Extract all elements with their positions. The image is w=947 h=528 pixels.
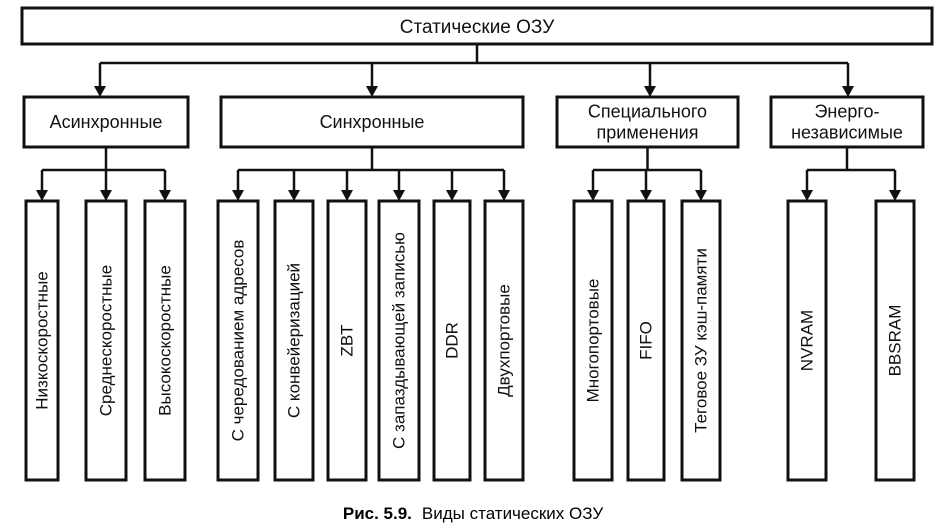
- leaf-box-1-5: [483, 199, 525, 482]
- leaf-1-0-arrow: [232, 190, 244, 201]
- leaf-1-3-arrow: [393, 190, 405, 201]
- leaf-label-2-2: Теговое ЗУ кэш-памяти: [692, 248, 711, 433]
- leaf-3-0-arrow: [801, 190, 813, 201]
- leaf-2-0-arrow: [587, 190, 599, 201]
- leaf-label-2-0: Многопортовые: [584, 279, 603, 403]
- leaf-label-0-0: Низкоскоростные: [33, 271, 52, 410]
- leaf-0-0-arrow: [36, 190, 48, 201]
- root-label: Статические ОЗУ: [400, 17, 555, 38]
- leaf-label-1-2: ZBT: [338, 324, 357, 356]
- leaf-label-1-4: DDR: [443, 322, 462, 359]
- category-3-label-line-1: независимые: [791, 123, 903, 143]
- caption-number: Рис. 5.9.: [343, 504, 412, 523]
- leaf-1-4-arrow: [446, 190, 458, 201]
- leaf-2-2-arrow: [695, 190, 707, 201]
- leaf-0-2-arrow: [159, 190, 171, 201]
- leaf-box-2-2: [680, 199, 722, 482]
- leaf-1-1-arrow: [288, 190, 300, 201]
- leaf-box-1-3: [377, 199, 421, 482]
- figure-caption: Рис. 5.9. Виды статических ОЗУ: [343, 504, 603, 523]
- leaf-box-1-0: [216, 199, 260, 482]
- category-box-3: [769, 95, 925, 149]
- leaf-box-2-0: [572, 199, 614, 482]
- connector-lines: [36, 44, 901, 201]
- category-0-label-line-0: Асинхронные: [50, 112, 163, 132]
- leaf-box-1-2: [326, 199, 368, 482]
- leaf-box-3-1: [874, 199, 916, 482]
- leaf-label-1-0: С чередованием адресов: [229, 240, 248, 442]
- leaf-3-1-arrow: [889, 190, 901, 201]
- leaf-label-0-2: Высокоскоростные: [156, 265, 175, 416]
- category-3-label-line-0: Энерго-: [814, 102, 879, 122]
- category-1-label-line-0: Синхронные: [320, 112, 425, 132]
- leaf-box-2-1: [626, 199, 666, 482]
- leaf-label-1-1: С конвейеризацией: [285, 263, 304, 418]
- leaf-label-1-5: Двухпортовые: [495, 284, 514, 397]
- leaf-2-1-arrow: [640, 190, 652, 201]
- leaf-1-5-arrow: [498, 190, 510, 201]
- category-3-arrow: [842, 86, 854, 97]
- leaf-box-3-0: [786, 199, 828, 482]
- leaf-box-0-1: [84, 199, 128, 482]
- category-box-0: [22, 95, 190, 149]
- leaf-label-0-1: Среднескоростные: [97, 265, 116, 416]
- leaf-box-0-2: [143, 199, 187, 482]
- category-0-arrow: [94, 86, 106, 97]
- leaf-box-0-0: [24, 199, 60, 482]
- caption-text: Виды статических ОЗУ: [422, 504, 603, 523]
- leaf-label-2-1: FIFO: [637, 321, 656, 360]
- leaf-box-1-1: [273, 199, 315, 482]
- leaf-box-1-4: [432, 199, 472, 482]
- svg-text:Рис. 5.9. Виды статическ: Рис. 5.9. Виды статических ОЗУ: [343, 504, 603, 523]
- leaf-label-3-0: NVRAM: [798, 310, 817, 371]
- category-box-1: [219, 95, 525, 149]
- leaf-label-3-1: BBSRAM: [886, 305, 905, 377]
- category-2-label-line-1: применения: [597, 123, 699, 143]
- category-box-2: [555, 95, 740, 149]
- category-1-arrow: [366, 86, 378, 97]
- category-2-label-line-0: Специального: [588, 102, 707, 122]
- diagram-boxes: Статические ОЗУ АсинхронныеНизкоскоростны…: [20, 6, 934, 482]
- root-box: [20, 6, 934, 46]
- category-2-arrow: [644, 86, 656, 97]
- leaf-label-1-3: С запаздывающей записью: [390, 232, 409, 449]
- leaf-1-2-arrow: [341, 190, 353, 201]
- leaf-0-1-arrow: [100, 190, 112, 201]
